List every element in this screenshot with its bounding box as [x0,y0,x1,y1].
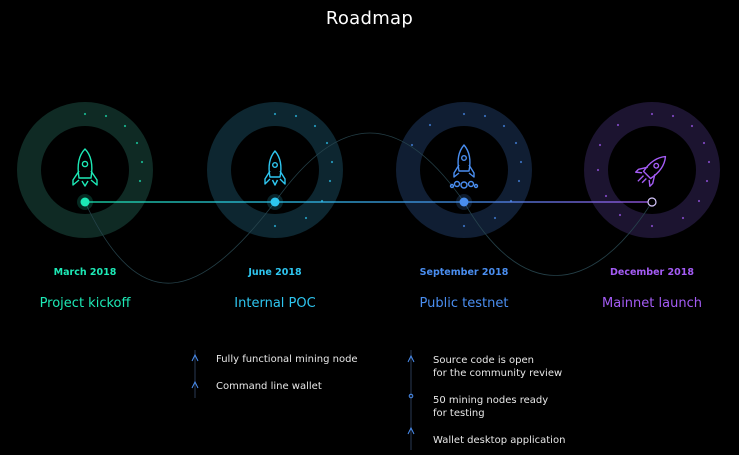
details-right-bar [407,350,415,450]
ring-dots-2 [273,112,334,228]
milestone-label-2: Internal POC [234,296,316,311]
page-title: Roadmap [325,8,414,29]
detail-item-left-2: Command line wallet [216,381,322,392]
detail-item-right-1: Source code is open for the community re… [433,355,563,379]
milestone-label-4: Mainnet launch [602,296,702,311]
ring-dots-4 [596,112,711,228]
decorative-wave [84,132,653,284]
milestone-label-3: Public testnet [419,296,509,311]
timeline-node-1 [80,197,90,207]
detail-item-right-3: Wallet desktop application [433,435,566,446]
rocket-icon [72,148,98,187]
timeline-node-2 [270,197,280,207]
milestone-date-3: September 2018 [419,267,509,278]
milestone-label-1: Project kickoff [39,296,131,311]
timeline-node-3 [459,197,469,207]
milestone-ring-4 [584,102,720,238]
ring-dots-1 [83,112,144,183]
milestone-date-4: December 2018 [610,267,694,278]
timeline-node-4 [647,197,657,207]
rocket-icon [264,150,286,186]
rocket-flying-icon [635,155,667,187]
ring-dots-3 [410,112,523,228]
milestone-date-2: June 2018 [248,267,302,278]
details-left-bar [191,350,199,398]
milestone-date-1: March 2018 [53,267,117,278]
detail-item-right-2: 50 mining nodes ready for testing [433,395,549,419]
rocket-launch-icon [449,144,479,189]
detail-item-left-1: Fully functional mining node [216,354,358,365]
